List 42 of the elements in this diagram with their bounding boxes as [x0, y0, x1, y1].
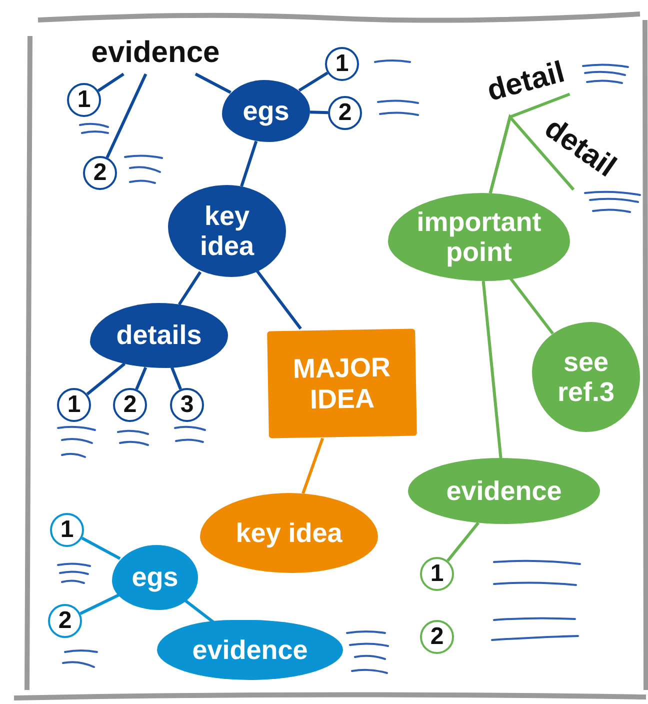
- connector-line: [298, 72, 328, 92]
- topic-bubble: key idea: [200, 493, 378, 573]
- connector-line: [178, 271, 202, 306]
- connector-line: [86, 362, 126, 396]
- connector-line: [302, 438, 324, 494]
- connector-line: [97, 72, 124, 92]
- numbered-circle: 1: [67, 83, 101, 117]
- connector-line: [240, 140, 258, 187]
- topic-label: detail: [474, 48, 578, 116]
- topic-bubble: see ref.3: [532, 322, 640, 432]
- topic-bubble: details: [90, 303, 228, 368]
- numbered-circle: 2: [113, 388, 147, 422]
- topic-label: evidence: [83, 32, 228, 74]
- connector-line: [106, 73, 148, 158]
- connector-line: [509, 277, 554, 335]
- connector-line: [488, 114, 575, 194]
- topic-bubble: egs: [112, 545, 198, 610]
- connector-line: [310, 110, 328, 114]
- connector-line: [135, 366, 148, 390]
- connector-line: [184, 599, 215, 624]
- numbered-circle: 1: [420, 557, 454, 591]
- connector-line: [170, 366, 182, 390]
- numbered-circle: 1: [50, 513, 84, 547]
- numbered-circle: 1: [57, 388, 91, 422]
- connector-line: [256, 270, 302, 330]
- topic-box: MAJOR IDEA: [267, 328, 417, 438]
- topic-bubble: important point: [388, 193, 570, 281]
- connector-line: [81, 536, 121, 560]
- topic-bubble: egs: [222, 80, 310, 142]
- topic-bubble: evidence: [408, 458, 600, 524]
- topic-bubble: evidence: [157, 620, 343, 680]
- connector-line: [446, 522, 480, 562]
- connector-line: [194, 72, 232, 94]
- numbered-circle: 2: [328, 96, 362, 130]
- numbered-circle: 2: [48, 604, 82, 638]
- connector-line: [482, 280, 502, 458]
- numbered-circle: 1: [325, 47, 359, 81]
- topic-bubble: key idea: [168, 185, 286, 277]
- numbered-circle: 3: [170, 388, 204, 422]
- numbered-circle: 2: [83, 156, 117, 190]
- numbered-circle: 2: [420, 620, 454, 654]
- connector-line: [80, 594, 120, 615]
